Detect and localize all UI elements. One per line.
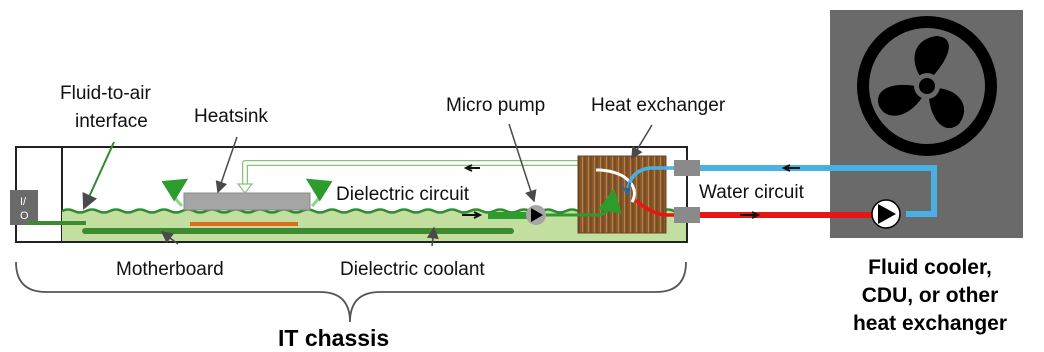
fan-icon — [857, 16, 997, 156]
pump-icon — [526, 205, 546, 225]
heatsink-flow-arrow-right — [305, 178, 333, 208]
label-fluid-cooler-2: CDU, or other — [862, 284, 999, 307]
dielectric-loop-arrowhead — [236, 183, 254, 194]
water-hot-from-hx — [634, 198, 680, 217]
label-dielectric-circuit: Dielectric circuit — [336, 184, 470, 205]
heatsink-flow-arrow-left — [161, 178, 189, 208]
io-text-2: O — [20, 210, 29, 222]
io-text-1: I/ — [20, 196, 27, 208]
it-chassis-brace — [15, 261, 687, 323]
dielectric-flow-out-hx — [596, 168, 636, 203]
cpu-chip — [190, 222, 298, 226]
label-fluid-cooler-1: Fluid cooler, — [868, 256, 992, 279]
water-port-top — [674, 160, 700, 176]
label-motherboard: Motherboard — [116, 259, 224, 280]
label-it-chassis: IT chassis — [278, 325, 389, 351]
dielectric-flow-into-hx — [546, 188, 622, 217]
label-micro-pump: Micro pump — [446, 95, 545, 116]
water-port-bottom — [674, 207, 700, 223]
label-fluid-to-air-1: Fluid-to-air — [60, 83, 151, 104]
water-cold-pipe — [700, 165, 937, 217]
motherboard-board — [82, 228, 514, 234]
pointer-motherboard — [160, 231, 179, 245]
dielectric-flow-line — [488, 212, 528, 219]
water-pump-icon — [871, 199, 901, 229]
heatsink-block — [183, 192, 311, 211]
pointer-heatsink — [215, 136, 238, 194]
label-water-circuit: Water circuit — [699, 182, 805, 203]
pointer-dielectric-coolant — [426, 226, 439, 247]
io-panel — [10, 190, 38, 225]
label-heatsink: Heatsink — [194, 106, 268, 127]
fluid-to-air-connector — [28, 221, 86, 225]
pointer-heat-exchanger — [631, 124, 653, 160]
label-fluid-to-air-2: interface — [75, 111, 148, 132]
pointer-fluid-to-air — [82, 141, 115, 210]
pointer-micro-pump — [508, 123, 537, 203]
label-dielectric-coolant: Dielectric coolant — [340, 259, 485, 280]
label-fluid-cooler-3: heat exchanger — [853, 312, 1007, 335]
label-heat-exchanger: Heat exchanger — [591, 95, 726, 116]
